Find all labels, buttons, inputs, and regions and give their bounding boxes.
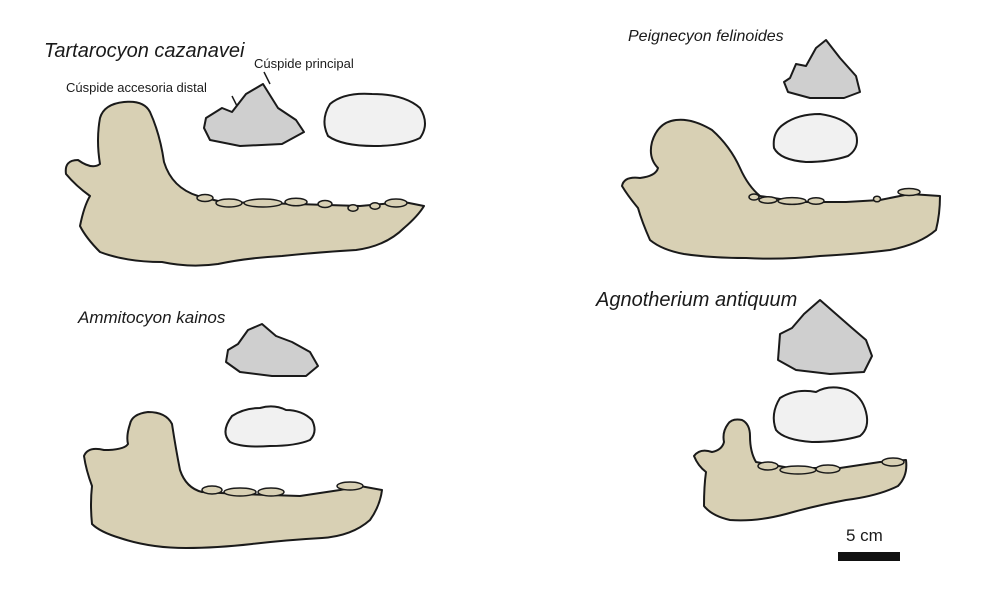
tooth-socket [385,199,407,207]
specimen-ammitocyon: Ammitocyon kainos [77,308,382,548]
tooth-lateral-view [784,40,860,98]
tooth-socket [778,198,806,205]
scale-bar: 5 cm [838,526,900,561]
tooth-occlusal-view [774,387,867,442]
scale-bar-line [838,552,900,561]
scale-bar-label: 5 cm [846,526,883,545]
tooth-socket [370,203,380,209]
species-label-tartarocyon: Tartarocyon cazanavei [44,40,245,62]
tooth-socket [882,458,904,466]
carnassial-socket [816,465,840,473]
tooth-lateral-view [778,300,872,374]
tooth-lateral-view [226,324,318,376]
carnassial-socket [808,198,824,204]
tooth-socket [758,462,778,470]
tooth-socket [348,205,358,211]
tooth-socket [337,482,363,490]
tooth-socket [749,194,759,200]
tooth-occlusal-view [774,114,857,162]
carnassial-socket [285,198,307,206]
species-label-agnotherium: Agnotherium antiquum [595,289,797,311]
leader-line-main-cusp [264,72,270,84]
tooth-socket [197,195,213,202]
tooth-occlusal-view [324,94,425,146]
annotation-accessory-cusp: Cúspide accesoria distal [66,80,207,95]
species-label-ammitocyon: Ammitocyon kainos [77,308,226,327]
tooth-socket [318,201,332,208]
specimen-peignecyon: Peignecyon felinoides [622,28,940,259]
tooth-socket [244,199,282,207]
species-label-peignecyon: Peignecyon felinoides [628,28,784,45]
annotation-main-cusp: Cúspide principal [254,56,354,71]
tooth-socket [780,466,816,474]
specimen-tartarocyon: Tartarocyon cazanavei Cúspide accesoria … [44,40,425,266]
tooth-lateral-view [204,84,304,146]
carnassial-socket [258,488,284,496]
tooth-socket [216,199,242,207]
tooth-socket [759,197,777,203]
tooth-occlusal-view [225,406,314,446]
tooth-socket [224,488,256,496]
tooth-socket [874,196,881,202]
tooth-socket [898,189,920,196]
specimen-agnotherium: Agnotherium antiquum [595,289,906,520]
tooth-socket [202,486,222,494]
